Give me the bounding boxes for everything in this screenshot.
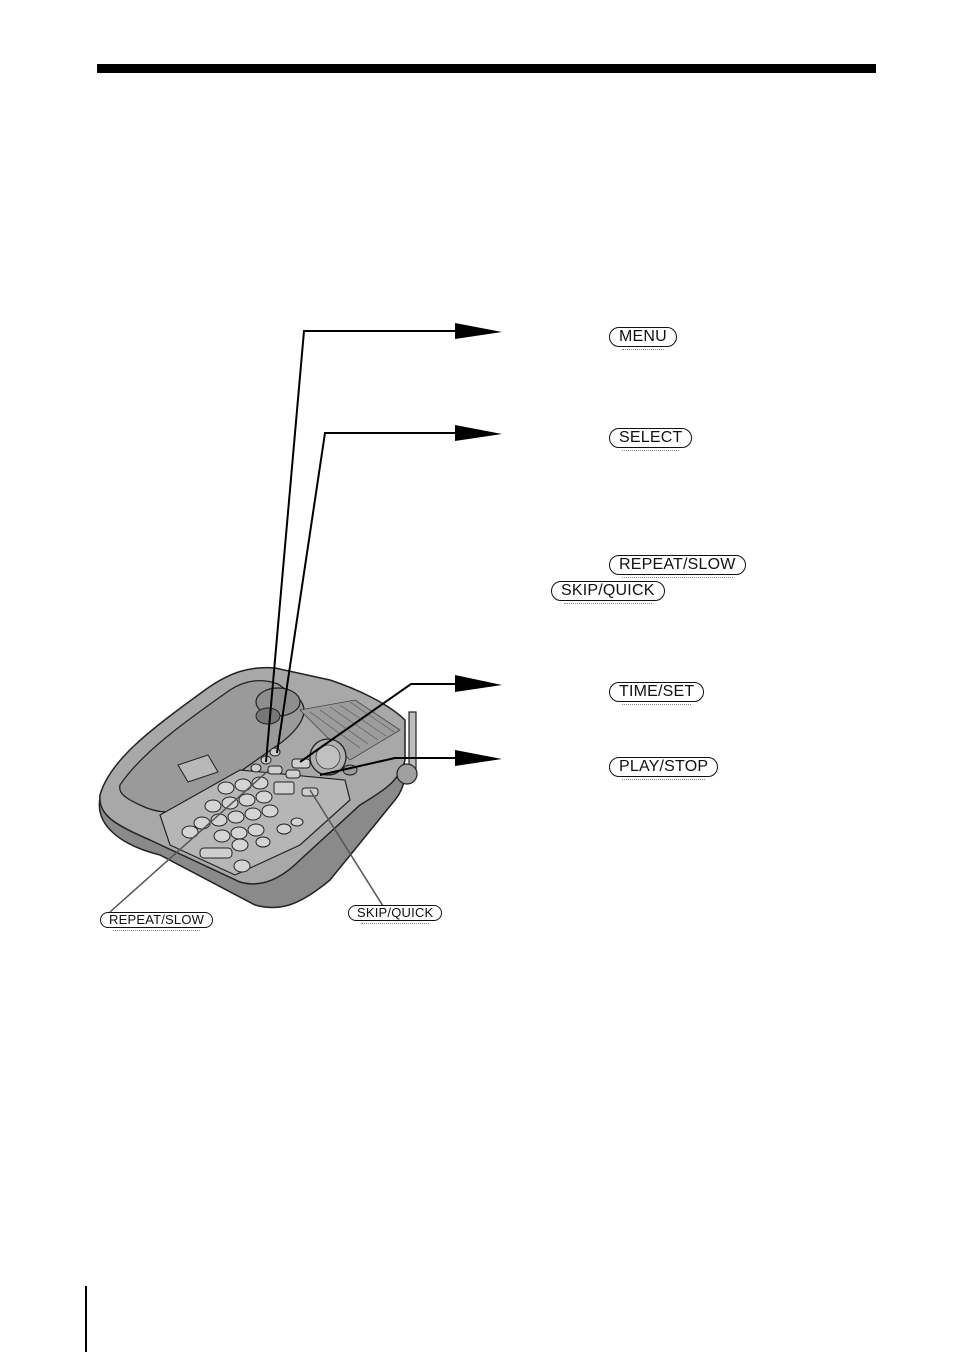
menu-key-label: MENU	[609, 327, 677, 350]
callout-arrowheads	[455, 323, 502, 766]
callout-leader-lines	[265, 330, 455, 776]
diagram-skip-quick-label: SKIP/QUICK	[348, 905, 443, 924]
long-key	[199, 847, 233, 859]
arrow-play-stop	[455, 750, 502, 766]
skip-quick-key-label: SKIP/QUICK	[551, 581, 665, 604]
arrow-menu	[455, 323, 502, 339]
arrow-time-set	[455, 675, 502, 692]
antenna-base	[396, 763, 418, 785]
speaker-grille-lines	[309, 701, 395, 749]
margin-rule	[85, 1286, 87, 1352]
handset-hook	[255, 707, 281, 725]
select-key-label: SELECT	[609, 428, 693, 451]
function-buttons	[250, 747, 319, 797]
header-rule	[97, 64, 876, 73]
antenna	[408, 711, 417, 773]
bottom-leader-lines	[109, 769, 384, 913]
arrow-select	[455, 425, 502, 441]
time-set-key-label: TIME/SET	[609, 682, 705, 705]
play-stop-key-label: PLAY/STOP	[609, 757, 719, 780]
keypad-keys	[181, 776, 304, 873]
diagram-repeat-slow-label: REPEAT/SLOW	[100, 912, 214, 931]
repeat-slow-key-label: REPEAT/SLOW	[609, 555, 746, 578]
display-window	[177, 754, 219, 783]
